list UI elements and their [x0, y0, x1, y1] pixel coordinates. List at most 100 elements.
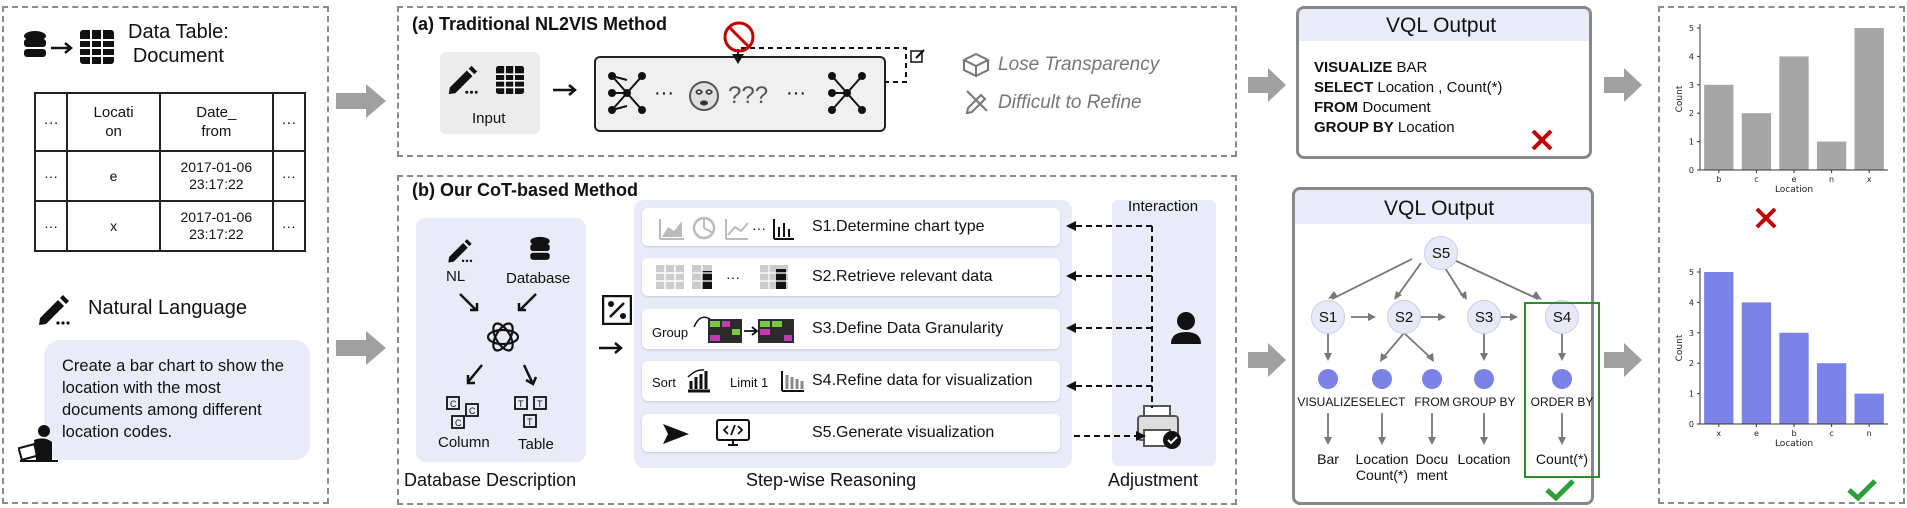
x-tick-label: n [1829, 175, 1834, 184]
bar [1779, 56, 1809, 170]
table-cell: ··· [33, 92, 69, 152]
vql-line: FROM Document [1314, 99, 1431, 116]
database-icon [530, 236, 550, 260]
step-1-label: S1.Determine chart type [812, 218, 985, 235]
bar [1816, 141, 1847, 170]
pencil-icon [448, 239, 473, 263]
step-5-label: S5.Generate visualization [812, 424, 995, 441]
vql-line: GROUP BY Location [1314, 119, 1455, 136]
bar [1741, 302, 1772, 424]
y-tick-label: 3 [1689, 329, 1694, 338]
nl-label: NL [446, 268, 466, 285]
transparency-icon [962, 52, 990, 78]
tree-value: Location [1457, 451, 1511, 467]
issue-lose-transparency: Lose Transparency [998, 54, 1160, 75]
table-cell: ··· [271, 150, 307, 202]
vql-output-top [1296, 6, 1592, 159]
x-tick-label: e [1754, 429, 1759, 438]
step-2: ··· S2.Retrieve relevant data [642, 258, 1060, 296]
database-description-label: Database Description [404, 470, 577, 490]
x-tick-label: c [1754, 175, 1758, 184]
tree-leaf-dot [1422, 369, 1442, 389]
bar [1854, 393, 1884, 424]
cot-method-panel [397, 175, 1237, 505]
x-tick-label: n [1867, 429, 1872, 438]
tree-keyword: ORDER BY [1530, 395, 1594, 409]
input-panel [2, 6, 329, 504]
neural-network-icon [828, 72, 866, 114]
neural-network-icon [608, 72, 646, 114]
arrow-right-icon [553, 84, 577, 96]
dots-text: ··· [654, 82, 674, 104]
table-title-line1: Data Table: [128, 21, 229, 43]
table-label: Table [518, 436, 554, 453]
percent-icon [602, 295, 632, 325]
x-axis-label: Location [1775, 185, 1813, 195]
x-tick-label: x [1716, 429, 1721, 438]
x-tick-label: x [1867, 175, 1872, 184]
svg-text:C: C [469, 406, 476, 416]
svg-text:C: C [455, 418, 462, 428]
bar [1854, 28, 1884, 170]
y-tick-label: 1 [1689, 390, 1694, 399]
table-cell: e [66, 150, 161, 202]
panel-a-title: (a) Traditional NL2VIS Method [412, 14, 668, 34]
y-tick-label: 2 [1689, 109, 1694, 118]
vql-line: SELECT Location , Count(*) [1314, 79, 1503, 96]
vql-top-title: VQL Output [1386, 14, 1497, 37]
column-icon: CCC [446, 396, 479, 429]
chart-types-icon: ··· [659, 216, 794, 240]
y-tick-label: 3 [1689, 81, 1694, 90]
vql-top-code: VISUALIZE BAR SELECT Location , Count(*)… [1314, 58, 1502, 138]
flow-arrow-icon [1248, 343, 1286, 377]
table-cell: x [66, 200, 161, 252]
no-edit-icon [965, 90, 988, 114]
vql-line: VISUALIZE BAR [1314, 59, 1428, 76]
tree-node-s4: S4 [1545, 300, 1579, 334]
tree-keyword: VISUALIZE [1297, 395, 1359, 409]
bar [1704, 84, 1734, 170]
stepwise-reasoning-label: Step-wise Reasoning [746, 470, 917, 490]
tree-leaf-dot [1474, 369, 1494, 389]
step-4-label: S4.Refine data for visualization [812, 372, 1033, 389]
x-tick-label: e [1792, 175, 1797, 184]
tree-leaf-dot [1372, 369, 1392, 389]
svg-text:T: T [518, 399, 524, 409]
pencil-icon [448, 65, 478, 95]
flow-arrow-icon [336, 84, 386, 118]
vql-bottom-title: VQL Output [1384, 197, 1495, 220]
code-monitor-icon [716, 419, 750, 446]
step-5: S5.Generate visualization [642, 414, 1060, 452]
wrong-mark-icon [1755, 207, 1777, 229]
y-tick-label: 5 [1689, 24, 1694, 33]
database-label: Database [506, 270, 571, 287]
tree-value: Count(*) [1535, 451, 1589, 467]
table-header-date: Date_from [158, 92, 274, 152]
edit-icon [910, 49, 925, 63]
y-axis-label: Count [1675, 85, 1685, 112]
sort-bars-icon [687, 369, 710, 393]
chart-panel [1658, 6, 1905, 504]
flow-arrow-icon [336, 331, 386, 365]
tree-node-s5: S5 [1424, 236, 1458, 270]
y-tick-label: 1 [1689, 138, 1694, 147]
database-description-box [416, 218, 586, 462]
flow-arrow-icon [1248, 68, 1286, 102]
x-tick-label: b [1791, 429, 1796, 438]
adjustment-label: Adjustment [1108, 470, 1199, 490]
interaction-label: Interaction [1128, 198, 1199, 215]
check-mark-icon [1545, 479, 1575, 502]
y-tick-label: 2 [1689, 359, 1694, 368]
query-text: Create a bar chart to show the location … [62, 357, 284, 441]
y-axis-label: Count [1675, 334, 1685, 361]
